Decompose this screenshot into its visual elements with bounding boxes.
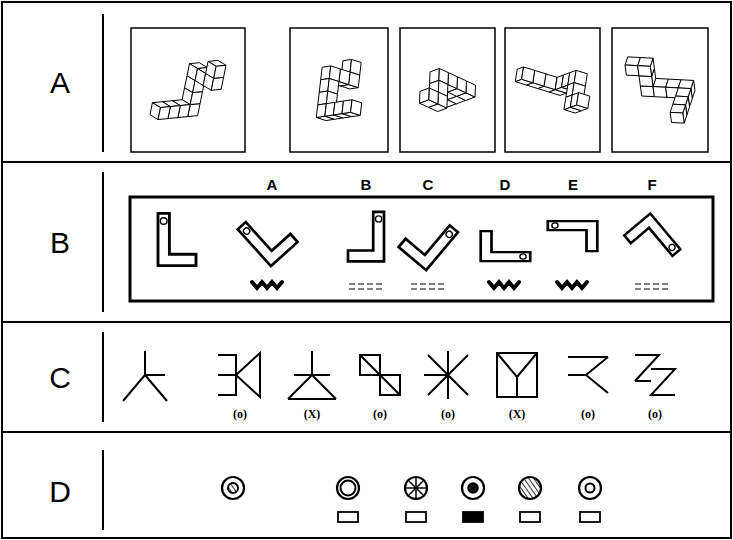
dash-mark [411, 288, 445, 289]
l-shape [238, 205, 298, 266]
answer-box [580, 512, 600, 522]
cube-face [522, 67, 535, 83]
cube-face [158, 107, 170, 120]
line-figure [635, 355, 675, 395]
figure-box [290, 28, 388, 152]
l-shape [548, 221, 598, 251]
cube-face [448, 73, 458, 89]
l-shape [158, 213, 196, 265]
circle-figure [519, 477, 541, 499]
option-letter: F [647, 177, 656, 192]
cube-face [457, 77, 467, 93]
scribble-mark [557, 282, 587, 288]
dash-mark [349, 288, 383, 289]
row-label: D [49, 477, 71, 507]
cube-figure [150, 60, 226, 119]
row-label: C [49, 363, 71, 393]
option-letter: D [500, 177, 511, 192]
option-letter: E [568, 177, 578, 192]
dash-mark [635, 288, 669, 289]
dash-mark [411, 283, 445, 284]
cube-face [653, 87, 667, 98]
cube-face [351, 100, 362, 116]
line-figure [360, 355, 400, 395]
figure-box [400, 28, 495, 152]
answer-mark: (o) [648, 408, 662, 420]
label-rule [102, 332, 104, 422]
cube-face [190, 92, 202, 105]
line-figure [123, 351, 167, 401]
answer-box [338, 512, 358, 522]
scribble-mark [252, 282, 282, 288]
row-label: A [50, 68, 70, 98]
cube-figure [316, 59, 361, 120]
cube-face [466, 81, 476, 97]
answer-mark: (X) [509, 408, 526, 420]
cube-face [211, 77, 223, 90]
figure-box [612, 28, 708, 152]
answer-mark: (o) [373, 408, 387, 420]
cube-face [625, 65, 639, 76]
scribble-mark [489, 282, 519, 288]
answer-mark: (o) [233, 408, 247, 420]
circle-figure [222, 477, 244, 499]
l-shape [624, 213, 680, 271]
circle-figure [579, 477, 601, 499]
cube-face [673, 96, 688, 105]
line-figure [568, 357, 608, 393]
label-rule [102, 450, 104, 530]
cube-face [638, 66, 652, 77]
dash-mark [635, 283, 669, 284]
row-divider [2, 321, 731, 323]
cube-face [429, 88, 439, 104]
cube-face [577, 93, 590, 109]
cube-figure [515, 67, 589, 113]
cube-face [420, 88, 430, 103]
circle-figure [462, 477, 484, 499]
cube-face [638, 58, 653, 67]
answer-box [463, 512, 483, 522]
circle-figure [405, 477, 427, 499]
row-divider [2, 161, 731, 163]
line-figure [424, 351, 468, 399]
label-rule [102, 14, 104, 152]
row-label: B [50, 228, 70, 258]
line-figure [497, 353, 537, 397]
label-rule [102, 172, 104, 312]
answer-box [520, 512, 540, 522]
cube-figure [420, 68, 476, 111]
cube-face [670, 112, 684, 123]
item-frame [130, 197, 713, 301]
cube-face [678, 80, 693, 89]
option-letter: A [267, 177, 278, 192]
circle-figure [337, 477, 359, 499]
option-letter: B [361, 177, 372, 192]
l-shape [481, 231, 531, 261]
figure-box [505, 28, 600, 152]
l-shape [399, 209, 458, 270]
answer-box [406, 512, 426, 522]
figure-box [131, 28, 245, 152]
cube-face [676, 88, 691, 97]
line-figure [288, 351, 336, 399]
l-shape [348, 212, 384, 261]
cube-face [214, 65, 226, 78]
cube-face [438, 92, 448, 108]
option-letter: C [423, 177, 434, 192]
answer-mark: (X) [304, 408, 321, 420]
line-figure [218, 353, 260, 397]
cube-figure [625, 57, 695, 123]
answer-mark: (o) [581, 408, 595, 420]
dash-mark [349, 283, 383, 284]
cube-face [670, 104, 685, 113]
row-divider [2, 431, 731, 433]
answer-mark: (o) [441, 408, 455, 420]
cube-face [639, 76, 653, 87]
cube-face [640, 86, 654, 97]
